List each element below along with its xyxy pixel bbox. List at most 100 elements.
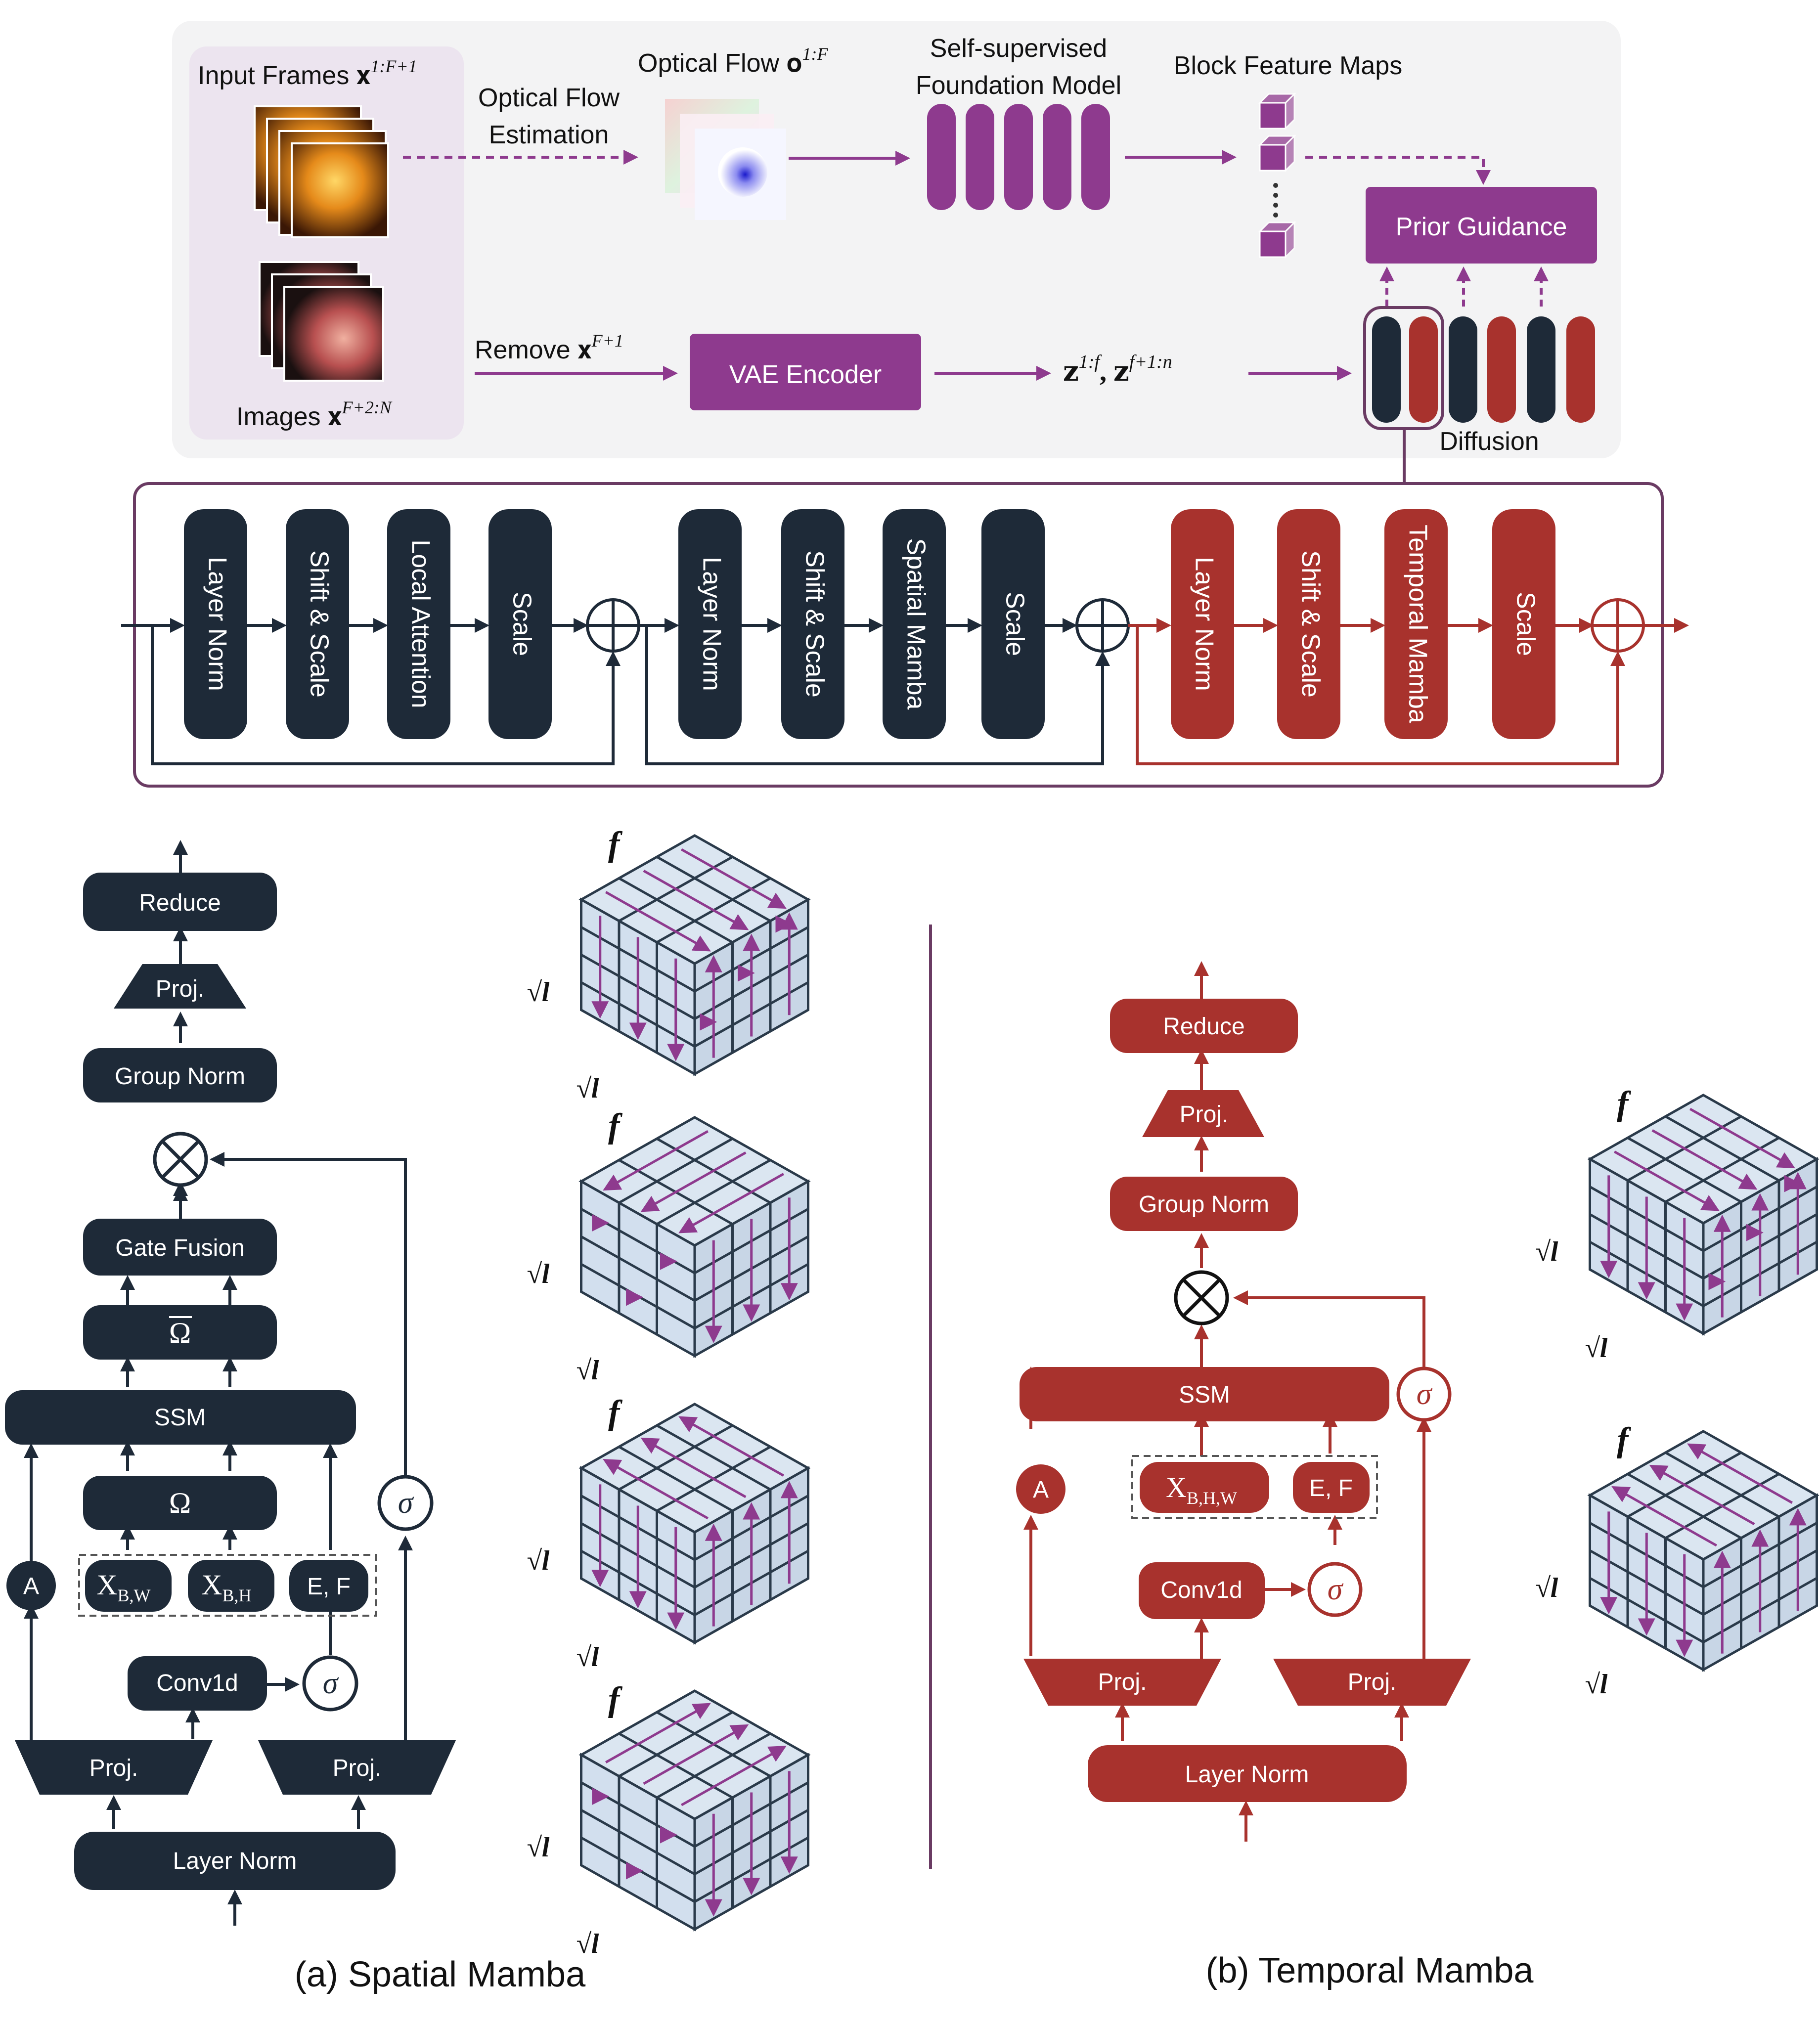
- optical-flow-estimation-line2: Estimation: [489, 121, 609, 149]
- g3-shift-scale: Shift & Scale: [1296, 550, 1325, 698]
- spatial-cube-2: f √l √l: [527, 1107, 811, 1386]
- g2-scale: Scale: [1000, 592, 1029, 656]
- cube-f-label: f: [608, 1394, 623, 1432]
- cube-sqrt-l-label: √l: [527, 1259, 550, 1289]
- s-ef: E, F: [307, 1574, 351, 1600]
- t-xbhw: XB,H,W: [1166, 1471, 1237, 1508]
- scan-cubes: f √l √l f √l √l f √l √l f √l √l f √l √l f √l √l: [527, 825, 1820, 1959]
- prior-guidance-label: Prior Guidance: [1396, 213, 1567, 241]
- images-stack: [259, 261, 384, 382]
- caption-spatial: (a) Spatial Mamba: [295, 1955, 586, 1994]
- t-sigma-conv: σ: [1328, 1573, 1344, 1606]
- s-gate-fusion: Gate Fusion: [115, 1235, 244, 1261]
- top-panel: [172, 21, 1621, 458]
- g2-shift-scale: Shift & Scale: [800, 550, 829, 698]
- images-label: Images 𝐱F+2:N: [236, 397, 393, 431]
- features-to-guidance-arrow: [1305, 156, 1491, 185]
- cube-f-label: f: [608, 1680, 623, 1719]
- cube-sqrt-l-label: √l: [1535, 1573, 1558, 1603]
- block-feature-maps-label: Block Feature Maps: [1174, 51, 1402, 80]
- t-reduce: Reduce: [1163, 1014, 1244, 1040]
- s-omega: Ω: [169, 1487, 191, 1519]
- cube-sqrt-l-label: √l: [527, 1545, 550, 1576]
- cube-sqrt-l-label: √l: [1585, 1333, 1608, 1364]
- caption-temporal: (b) Temporal Mamba: [1206, 1951, 1534, 1990]
- s-sigma-gate: σ: [398, 1486, 414, 1520]
- spatial-mamba-diagram: [5, 840, 456, 1926]
- g1-local-attention: Local Attention: [406, 539, 435, 708]
- g3-scale: Scale: [1511, 592, 1540, 656]
- t-ssm: SSM: [1179, 1382, 1230, 1408]
- optical-flow-stack: [665, 99, 786, 220]
- diffusion-label: Diffusion: [1439, 427, 1539, 456]
- foundation-model-line1: Self-supervised: [930, 34, 1107, 63]
- t-layer-norm: Layer Norm: [1185, 1762, 1309, 1788]
- s-group-norm: Group Norm: [115, 1063, 245, 1090]
- t-group-norm: Group Norm: [1139, 1191, 1269, 1218]
- t-proj-top: Proj.: [1180, 1102, 1229, 1128]
- guidance-arrows: [1379, 266, 1549, 307]
- spatial-cube-1: f √l √l: [527, 825, 811, 1104]
- cube-f-label: f: [608, 1107, 623, 1145]
- t-proj-left: Proj.: [1098, 1669, 1147, 1695]
- cube-f-label: f: [1617, 1085, 1632, 1123]
- optical-flow-label: Optical Flow 𝐨1:F: [638, 44, 828, 78]
- diffusion-blocks: [1372, 316, 1595, 423]
- s-reduce: Reduce: [139, 890, 221, 916]
- s-omega-bar: Ω: [169, 1317, 191, 1349]
- foundation-model-line2: Foundation Model: [916, 71, 1121, 100]
- cube-sqrt-l-label: √l: [1535, 1236, 1558, 1267]
- optical-flow-estimation-line1: Optical Flow: [478, 84, 620, 112]
- s-ssm: SSM: [154, 1405, 206, 1431]
- t-a: A: [1033, 1477, 1049, 1503]
- latents-label: 𝐳1:f, 𝐳f+1:n: [1063, 352, 1172, 387]
- s-xbh: XB,H: [202, 1569, 252, 1605]
- vae-encoder-box: [690, 334, 921, 410]
- cube-sqrt-l-label: √l: [576, 1073, 599, 1104]
- block-group-3: [1128, 509, 1689, 765]
- g1-scale: Scale: [507, 592, 536, 656]
- cube-f-label: f: [608, 825, 623, 863]
- remove-label: Remove 𝐱F+1: [475, 331, 623, 364]
- s-proj-right: Proj.: [333, 1755, 382, 1781]
- input-frames-label: Input Frames 𝐱1:F+1: [198, 56, 417, 90]
- cube-sqrt-l-label: √l: [527, 977, 550, 1008]
- g3-layer-norm: Layer Norm: [1190, 557, 1218, 691]
- s-sigma-conv: σ: [323, 1667, 339, 1700]
- s-proj-top: Proj.: [156, 976, 205, 1002]
- vae-encoder-label: VAE Encoder: [729, 360, 882, 389]
- foundation-model-blocks: [927, 104, 1110, 210]
- cube-sqrt-l-label: √l: [576, 1929, 599, 1959]
- s-xbw: XB,W: [97, 1569, 151, 1605]
- feature-ellipsis: [1273, 183, 1278, 218]
- spatial-cube-4: f √l √l: [527, 1680, 811, 1959]
- cube-sqrt-l-label: √l: [576, 1355, 599, 1386]
- t-ef: E, F: [1309, 1475, 1353, 1501]
- cube-f-label: f: [1617, 1421, 1632, 1459]
- s-conv1d: Conv1d: [156, 1670, 238, 1696]
- t-sigma-gate: σ: [1417, 1377, 1433, 1411]
- g2-layer-norm: Layer Norm: [697, 557, 726, 691]
- spatial-cube-3: f √l √l: [527, 1394, 811, 1673]
- temporal-cube-1: f √l √l: [1535, 1085, 1820, 1364]
- t-proj-right: Proj.: [1348, 1669, 1397, 1695]
- g1-shift-scale: Shift & Scale: [305, 550, 333, 698]
- input-frames-stack: [254, 105, 389, 238]
- cube-sqrt-l-label: √l: [527, 1832, 550, 1863]
- temporal-cube-2: f √l √l: [1535, 1421, 1820, 1700]
- t-conv1d: Conv1d: [1160, 1577, 1242, 1603]
- s-proj-left: Proj.: [89, 1755, 138, 1781]
- temporal-mamba-diagram: [1016, 961, 1471, 1842]
- g1-layer-norm: Layer Norm: [203, 557, 231, 691]
- block-group-2: [639, 509, 1130, 765]
- g2-spatial-mamba: Spatial Mamba: [901, 538, 930, 710]
- prior-guidance-box: [1366, 187, 1597, 264]
- s-a: A: [23, 1573, 39, 1599]
- cube-sqrt-l-label: √l: [1585, 1669, 1608, 1700]
- feature-map-cubes: [1258, 92, 1296, 259]
- g3-temporal-mamba: Temporal Mamba: [1403, 525, 1432, 723]
- block-group-1: [121, 509, 640, 765]
- s-layer-norm: Layer Norm: [173, 1848, 297, 1874]
- cube-sqrt-l-label: √l: [576, 1642, 599, 1673]
